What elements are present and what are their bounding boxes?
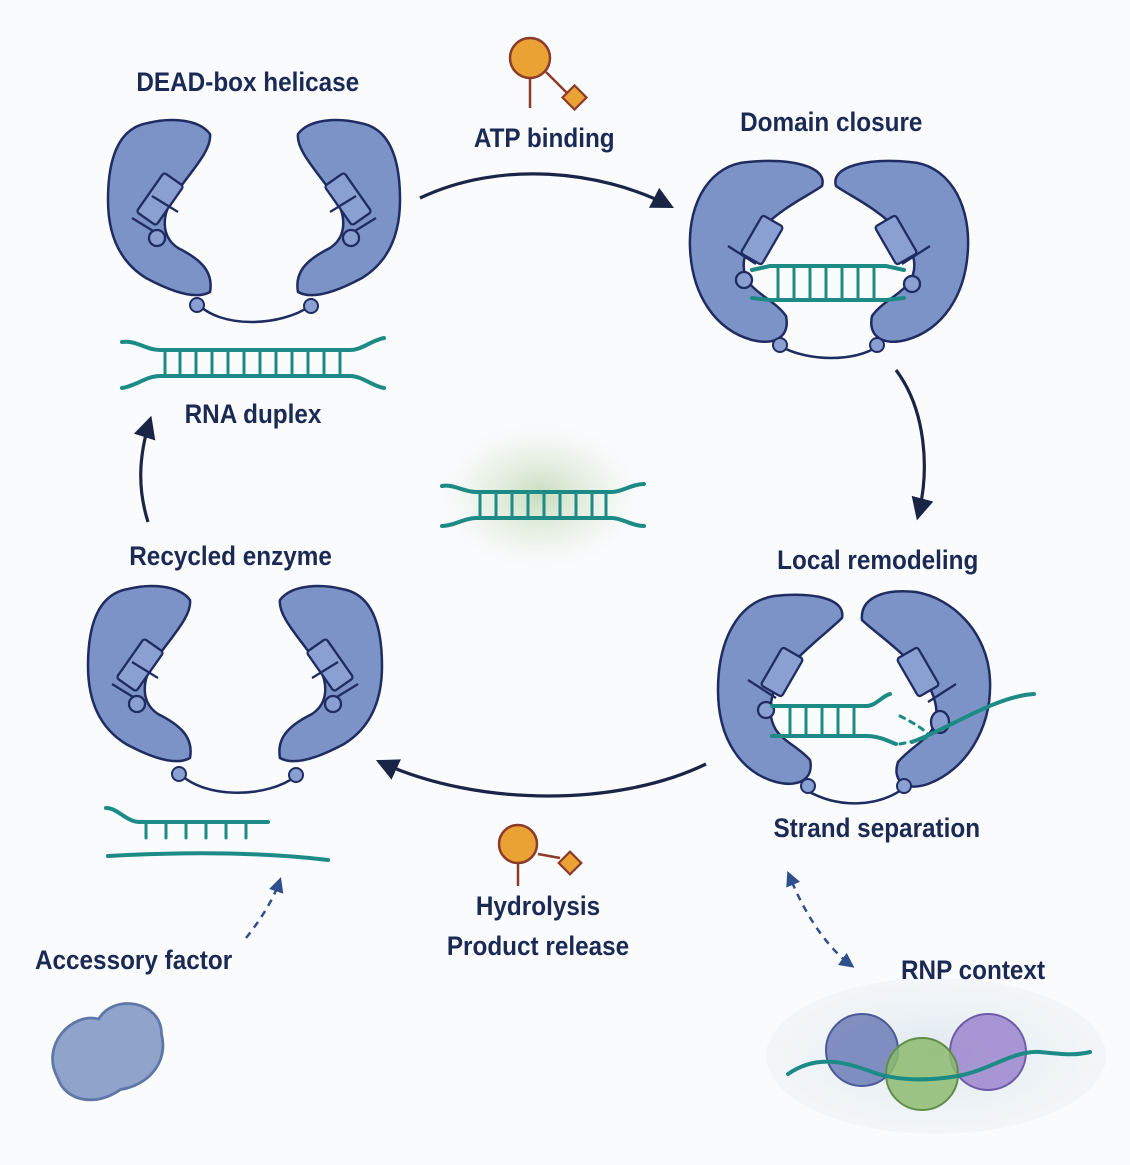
linker-loop — [195, 301, 311, 324]
arrow-recycle — [133, 415, 156, 523]
label-accessory-factor: Accessory factor — [34, 945, 233, 975]
label-rna-duplex: RNA duplex — [184, 399, 322, 429]
recA-domain-2-right — [278, 584, 384, 763]
cycle-arrows — [133, 172, 934, 798]
label-dead-box-helicase: DEAD-box helicase — [136, 67, 360, 97]
label-local-remodeling: Local remodeling — [777, 545, 979, 575]
remodeling-helicase-bottom-right — [716, 589, 1036, 805]
label-product-release: Product release — [446, 931, 630, 961]
rna-duplex-top-left — [120, 336, 386, 390]
recA-domain-1-left — [86, 584, 192, 763]
arrow-hydrolysis — [375, 759, 707, 798]
dashed-arrow-rnp — [786, 870, 855, 968]
recA-domain-2-right — [296, 118, 402, 297]
label-domain-closure: Domain closure — [740, 107, 923, 137]
label-recycled-enzyme: Recycled enzyme — [129, 541, 332, 571]
rnp-context-illustration — [766, 978, 1106, 1134]
label-strand-separation: Strand separation — [773, 813, 981, 843]
dashed-arrow-accessory — [245, 877, 284, 939]
recA-domain-1-left — [106, 118, 212, 297]
arrow-to-remodeling — [894, 369, 934, 521]
label-rnp-context: RNP context — [901, 955, 1046, 985]
recycled-helicase-bottom-left — [86, 584, 384, 794]
label-hydrolysis: Hydrolysis — [475, 891, 601, 921]
accessory-factor-shape — [51, 1002, 165, 1102]
arrow-atp-binding — [419, 172, 674, 209]
atp-icon — [508, 36, 589, 112]
released-strands-bottom-left — [104, 806, 330, 862]
open-helicase-top-left — [106, 118, 402, 324]
label-atp-binding: ATP binding — [473, 123, 615, 153]
center-rna-duplex — [430, 418, 650, 574]
closed-helicase-top-right — [688, 159, 970, 360]
adp-pi-icon — [497, 823, 583, 886]
